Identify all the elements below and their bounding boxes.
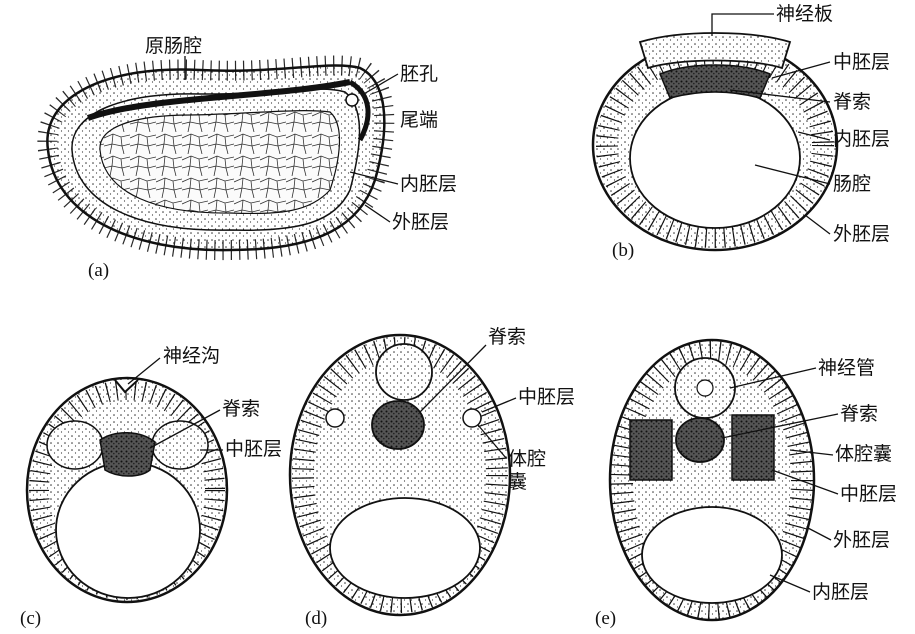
- panel-b-embryo: [593, 33, 837, 250]
- label-coelom-sac-d-line1: 体腔: [508, 448, 546, 470]
- label-endoderm-e: 内胚层: [812, 581, 869, 603]
- label-ectoderm-a: 外胚层: [392, 211, 449, 233]
- label-mesoderm-b: 中胚层: [833, 51, 890, 73]
- label-coelom-sac-e: 体腔囊: [835, 443, 892, 465]
- label-mesoderm-e: 中胚层: [840, 483, 897, 505]
- leader-ectoderm-b: [805, 215, 830, 234]
- leader-ectoderm-e: [808, 528, 831, 540]
- panel-b: 神经板 中胚层 脊索 内胚层 肠腔 外胚层 (b): [593, 3, 890, 261]
- label-notochord-d: 脊索: [488, 326, 526, 348]
- panel-c-embryo: [27, 378, 227, 602]
- panel-e: 神经管 脊索 体腔囊 中胚层 外胚层 内胚层 (e): [595, 340, 897, 629]
- panel-d: 脊索 中胚层 体腔 囊 (d): [290, 326, 575, 629]
- panel-a: 原肠腔 胚孔 尾端 内胚层 外胚层 (a): [47, 35, 457, 281]
- label-coelom-sac-d-line2: 囊: [508, 471, 527, 493]
- label-notochord-e: 脊索: [840, 403, 878, 425]
- panel-tag-b: (b): [612, 240, 634, 261]
- label-notochord-c: 脊索: [222, 398, 260, 420]
- label-tail-end: 尾端: [400, 109, 438, 131]
- panel-tag-c: (c): [20, 608, 41, 629]
- panel-e-embryo: [610, 340, 814, 620]
- label-mesoderm-c: 中胚层: [225, 438, 282, 460]
- label-archenteron: 原肠腔: [145, 35, 202, 57]
- label-gut-cavity: 肠腔: [833, 173, 871, 195]
- panel-tag-e: (e): [595, 608, 616, 629]
- label-neural-tube: 神经管: [818, 357, 875, 379]
- label-ectoderm-b: 外胚层: [833, 223, 890, 245]
- label-neural-plate: 神经板: [776, 3, 833, 25]
- label-endoderm-a: 内胚层: [400, 173, 457, 195]
- label-neural-groove: 神经沟: [163, 345, 220, 367]
- label-mesoderm-d: 中胚层: [518, 386, 575, 408]
- panel-a-embryo: [47, 65, 384, 250]
- label-blastopore: 胚孔: [400, 63, 438, 85]
- panel-tag-d: (d): [305, 608, 327, 629]
- panel-tag-a: (a): [88, 260, 109, 281]
- label-notochord-b: 脊索: [833, 91, 871, 113]
- panel-d-embryo: [290, 335, 510, 615]
- label-ectoderm-e: 外胚层: [833, 529, 890, 551]
- label-endoderm-b: 内胚层: [833, 128, 890, 150]
- panel-c: 神经沟 脊索 中胚层 (c): [20, 345, 282, 629]
- leader-ectoderm-a: [365, 205, 390, 222]
